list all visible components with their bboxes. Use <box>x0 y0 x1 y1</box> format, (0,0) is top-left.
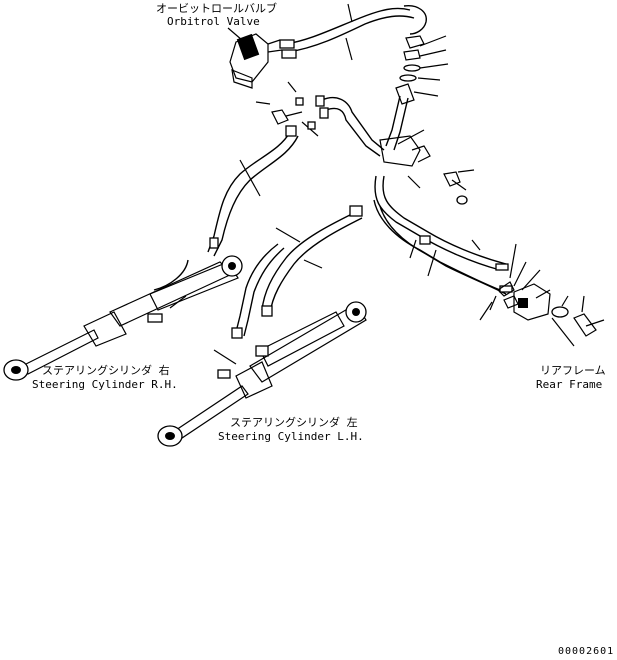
rh-cylinder-hoses <box>153 125 299 291</box>
fittings-right-mid <box>407 169 475 205</box>
lower-right-hoses <box>373 175 513 295</box>
lh-cylinder-hoses <box>213 205 363 365</box>
steering-cylinder-rh <box>3 255 243 381</box>
rh-cylinder-label-en: Steering Cylinder R.H. <box>32 378 178 391</box>
lh-cylinder-label-en: Steering Cylinder L.H. <box>218 430 364 443</box>
fittings-right-top <box>395 35 449 145</box>
bolt-group-top <box>255 97 316 130</box>
rear-frame-label-jp: リアフレーム <box>540 364 606 377</box>
upper-hoses <box>279 5 427 61</box>
orbitrol-label-jp: オービットロールバルブ <box>156 1 277 15</box>
leader-upper-hose-2 <box>345 37 353 61</box>
rh-cylinder-label-jp: ステアリングシリンダ 右 <box>42 363 170 377</box>
rear-frame-label-en: Rear Frame <box>536 378 602 391</box>
rear-frame-block <box>479 243 605 347</box>
steering-cylinder-lh <box>157 301 367 447</box>
drawing-code: 00002601 <box>558 646 614 657</box>
leader-orbitrol <box>227 27 243 41</box>
orbitrol-valve <box>229 33 283 89</box>
lh-cylinder-label-jp: ステアリングシリンダ 左 <box>230 415 358 429</box>
middle-tubes <box>287 81 431 167</box>
orbitrol-label-en: Orbitrol Valve <box>167 15 260 28</box>
leader-upper-hose <box>347 3 353 23</box>
